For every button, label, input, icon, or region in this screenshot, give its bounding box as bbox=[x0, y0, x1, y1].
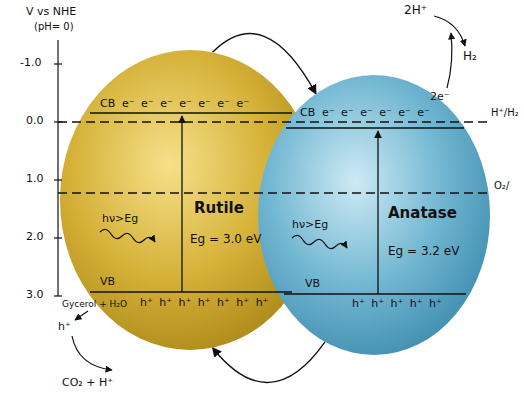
photon-wave bbox=[292, 235, 347, 248]
tick-label: 0.0 bbox=[26, 115, 44, 128]
transfer-arrow bbox=[213, 342, 325, 383]
anatase-cb-line bbox=[286, 127, 464, 129]
o2-potential-line bbox=[58, 192, 488, 194]
band-gap: Eg = 3.2 eV bbox=[388, 245, 459, 259]
product-label: H₂ bbox=[463, 50, 477, 64]
band-label: CB bbox=[300, 107, 315, 120]
potential-label: O₂/ bbox=[494, 180, 509, 192]
photon-wave bbox=[100, 229, 155, 242]
axis-title: V vs NHE bbox=[26, 6, 76, 19]
rutile-vb-line bbox=[90, 291, 292, 293]
tick-label: -1.0 bbox=[20, 57, 41, 70]
h2-potential-line bbox=[58, 121, 488, 123]
product-label: CO₂ + H⁺ bbox=[62, 377, 113, 390]
electron-arrow bbox=[447, 33, 452, 88]
excitation-arrow bbox=[181, 116, 182, 292]
electron-label: 2e⁻ bbox=[430, 91, 450, 104]
band-label: VB bbox=[305, 278, 320, 291]
tick-label: 3.0 bbox=[26, 289, 44, 302]
axis-subtitle: (pH= 0) bbox=[34, 21, 74, 33]
band-label: VB bbox=[100, 276, 115, 289]
reactant-label: 2H⁺ bbox=[404, 4, 427, 18]
band-gap: Eg = 3.0 eV bbox=[190, 233, 261, 247]
axis-line bbox=[57, 40, 58, 296]
reactant-label: Gycerol + H₂O bbox=[62, 299, 127, 309]
anatase-vb-line bbox=[284, 293, 466, 295]
phase-name: Anatase bbox=[388, 205, 457, 222]
band-label: CB bbox=[100, 98, 115, 111]
excitation-arrow bbox=[377, 131, 378, 294]
hole-arrow bbox=[75, 311, 88, 320]
anatase-sphere: Anatase Eg = 3.2 eV hν>Eg CB e⁻ e⁻ e⁻ e⁻ e⁻ … bbox=[258, 75, 490, 355]
reaction-arrow bbox=[434, 16, 465, 46]
phase-name: Rutile bbox=[194, 200, 244, 217]
electron-row: e⁻ e⁻ e⁻ e⁻ e⁻ e⁻ e⁻ bbox=[122, 98, 249, 111]
potential-label: H⁺/H₂ bbox=[491, 107, 519, 119]
rutile-cb-line bbox=[90, 112, 292, 114]
tick-label: 1.0 bbox=[26, 173, 44, 186]
hole-row: h⁺ h⁺ h⁺ h⁺ h⁺ bbox=[352, 298, 442, 311]
photon-label: hν>Eg bbox=[292, 219, 328, 232]
hole-label: h⁺ bbox=[58, 321, 71, 334]
reaction-arrow bbox=[72, 336, 112, 370]
hole-row: h⁺ h⁺ h⁺ h⁺ h⁺ h⁺ h⁺ bbox=[140, 297, 268, 310]
axis-ticks bbox=[54, 64, 62, 296]
tick-label: 2.0 bbox=[26, 231, 44, 244]
photon-label: hν>Eg bbox=[102, 213, 138, 226]
electron-row: e⁻ e⁻ e⁻ e⁻ e⁻ e⁻ bbox=[322, 107, 430, 120]
